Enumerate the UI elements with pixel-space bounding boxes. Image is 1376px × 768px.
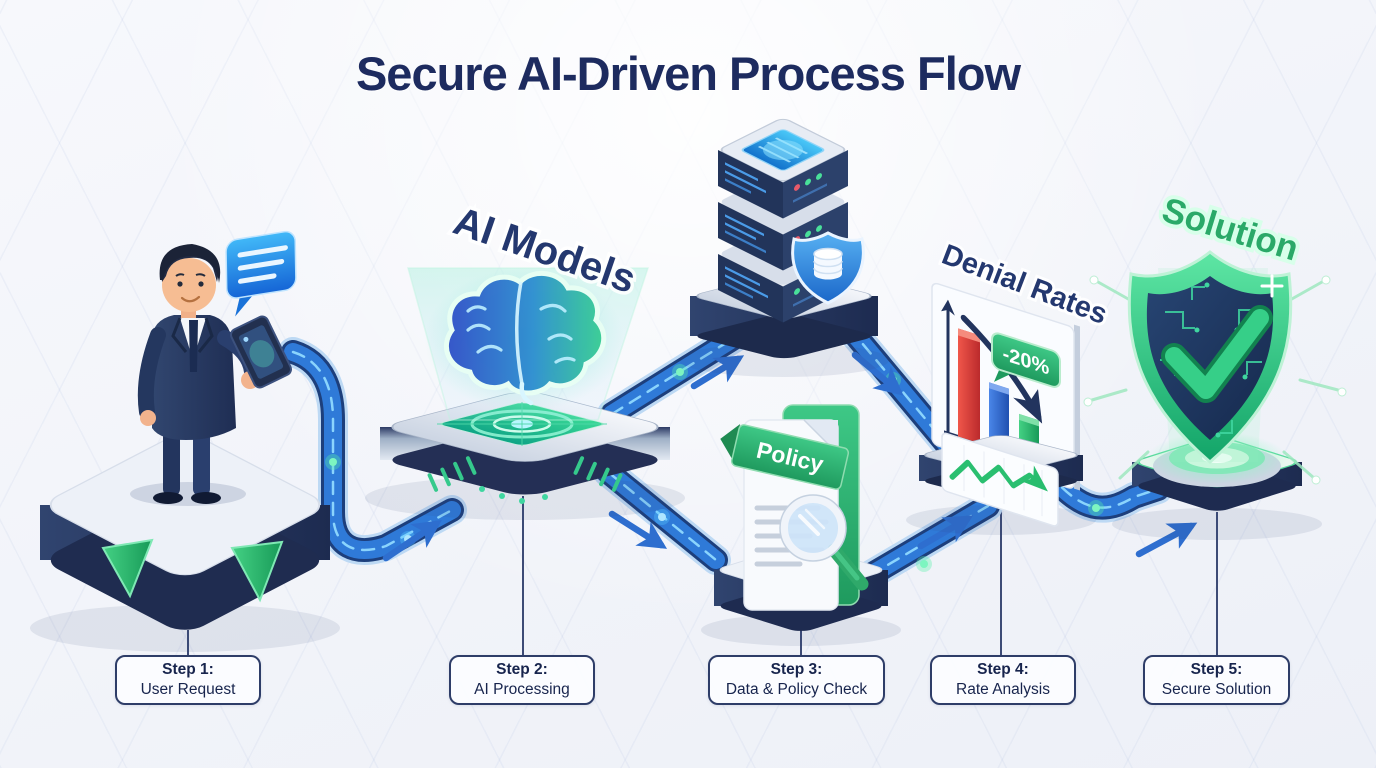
trend-card bbox=[941, 432, 1059, 527]
solution-shield: Solution bbox=[1083, 186, 1347, 485]
server-stack-icon bbox=[718, 118, 865, 323]
flow-arrow-icon bbox=[851, 351, 904, 396]
step-label: Step 2: bbox=[496, 660, 548, 678]
flow-arrow-icon bbox=[382, 519, 442, 562]
user-platform bbox=[30, 434, 340, 652]
policy-document-icon: Policy bbox=[720, 404, 869, 611]
denial-badge: -20% bbox=[991, 332, 1061, 388]
step-caption: Rate Analysis bbox=[956, 681, 1050, 698]
circuit-pipe-ai-to-servers bbox=[612, 333, 742, 414]
solution-label: Solution bbox=[1158, 190, 1303, 268]
step-caption: AI Processing bbox=[474, 681, 570, 698]
step-label: Step 4: bbox=[977, 660, 1029, 678]
flow-arrow-icon bbox=[608, 510, 668, 549]
flow-arrow-icon bbox=[1135, 522, 1198, 558]
circuit-traces bbox=[1160, 286, 1262, 434]
step-box-3: Step 3: Data & Policy Check bbox=[708, 655, 885, 705]
step-label: Step 1: bbox=[162, 660, 214, 678]
trend-line-icon bbox=[949, 459, 1048, 492]
circuit-pipe-chart-to-solution bbox=[1048, 472, 1158, 516]
gem-triangle-icon bbox=[230, 540, 284, 603]
step-connector-lines bbox=[187, 496, 1218, 656]
step-caption: User Request bbox=[140, 681, 236, 698]
policy-ribbon: Policy bbox=[720, 423, 850, 490]
flow-arrow-icon bbox=[917, 515, 974, 550]
step-box-4: Step 4: Rate Analysis bbox=[930, 655, 1076, 705]
chat-bubble-icon bbox=[225, 230, 297, 317]
flow-arrow-icon bbox=[690, 355, 745, 390]
step-caption: Secure Solution bbox=[1161, 681, 1272, 698]
step-label: Step 3: bbox=[770, 660, 823, 678]
glow-rays bbox=[1090, 280, 1340, 480]
ai-platform bbox=[365, 392, 685, 520]
step-box-1: Step 1: User Request bbox=[115, 655, 261, 705]
flow-arrows bbox=[382, 351, 1198, 562]
step-label: Step 5: bbox=[1190, 660, 1243, 678]
step-box-2: Step 2: AI Processing bbox=[449, 655, 595, 705]
brain-icon bbox=[443, 271, 607, 406]
step-box-5: Step 5: Secure Solution bbox=[1143, 655, 1290, 705]
ai-hologram: AI Models bbox=[407, 195, 650, 421]
tablet-icon bbox=[230, 315, 292, 389]
shield-database-icon bbox=[791, 231, 865, 305]
gem-triangle-icon bbox=[101, 538, 154, 599]
page-title: Secure AI-Driven Process Flow bbox=[355, 47, 1021, 100]
platform-ticks bbox=[427, 456, 623, 492]
step-caption: Data & Policy Check bbox=[725, 681, 868, 698]
user-figure bbox=[137, 244, 260, 504]
magnifier-icon bbox=[779, 494, 869, 591]
circuit-pipe-policy-to-chart bbox=[852, 506, 988, 586]
circuit-pipe-ai-to-policy bbox=[608, 472, 716, 560]
